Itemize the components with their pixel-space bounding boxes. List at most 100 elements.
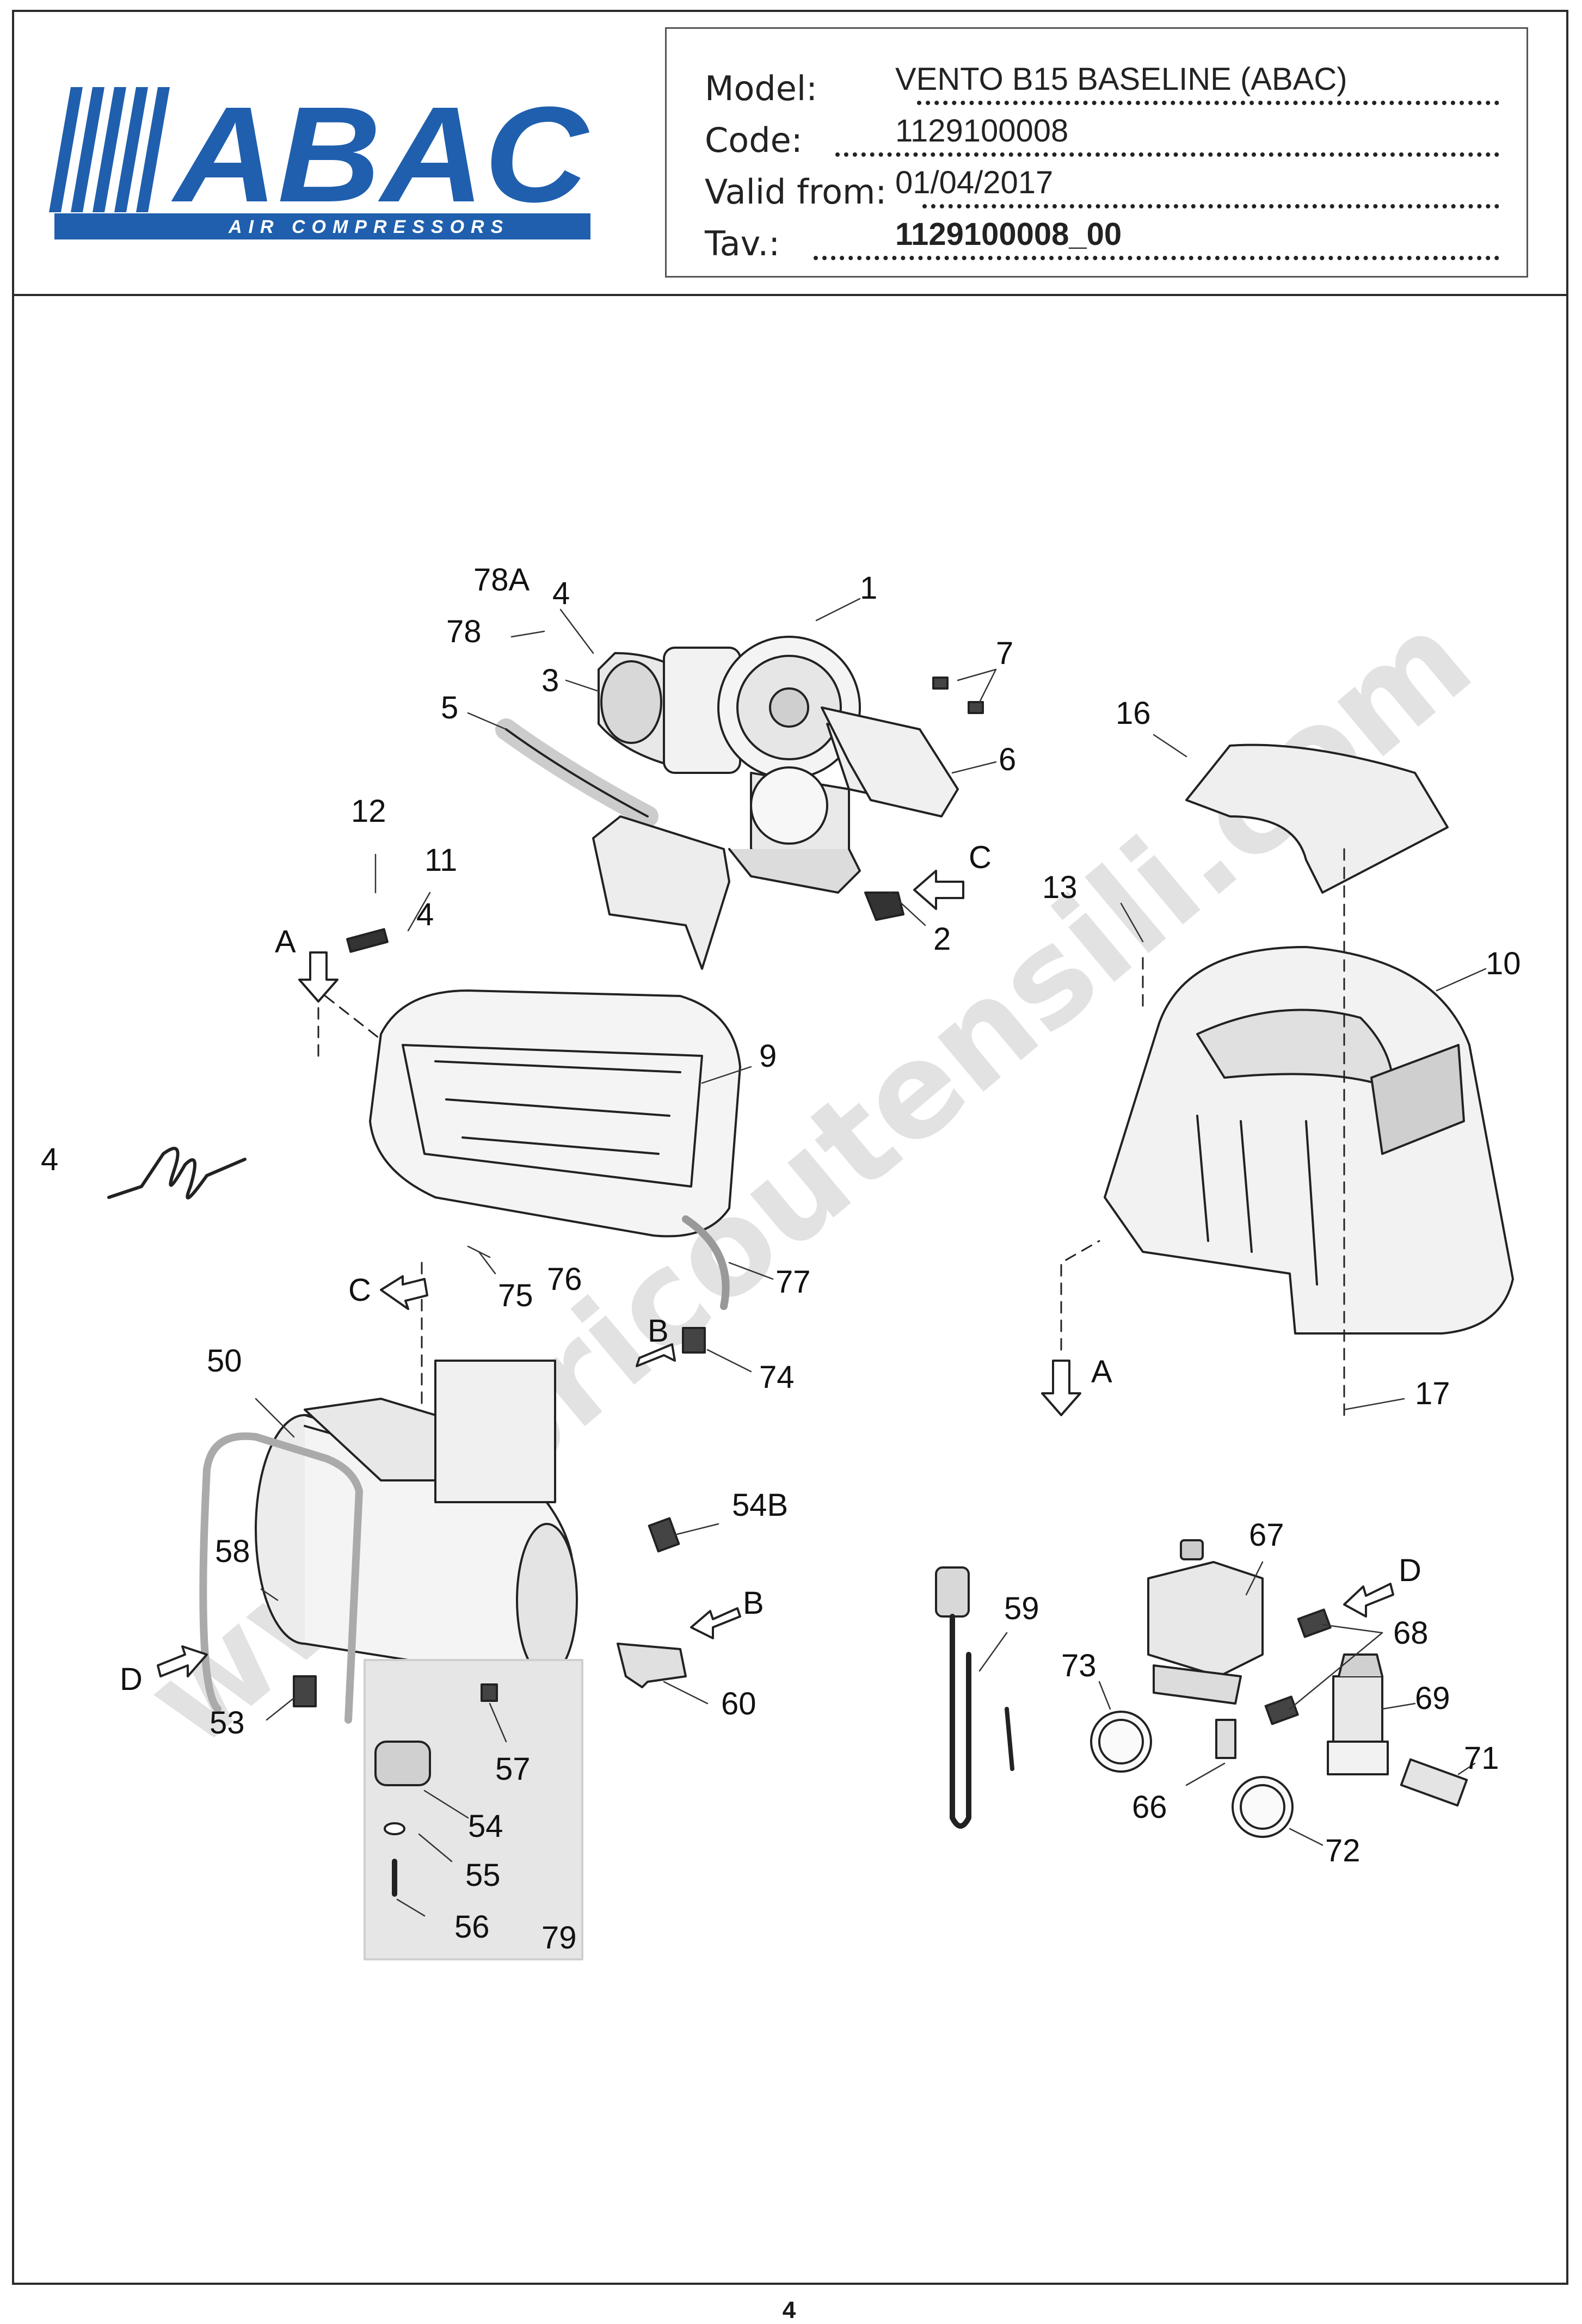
callout-74: 74 — [759, 1360, 795, 1395]
code-label: Code: — [705, 120, 803, 160]
callout-6: 6 — [999, 742, 1016, 777]
pressure-switch-part-67 — [1147, 1561, 1264, 1677]
guide-line-a-right — [1060, 1240, 1100, 1351]
callout-68: 68 — [1393, 1615, 1429, 1651]
callout-60: 60 — [721, 1686, 756, 1722]
callout-53: 53 — [210, 1705, 245, 1741]
logo-subtitle: AIR COMPRESSORS — [228, 217, 509, 237]
logo-wordmark: ABAC — [171, 78, 590, 230]
bracket-part-6 — [821, 706, 959, 817]
fitting-part-74 — [682, 1327, 706, 1354]
tank-frame — [199, 1432, 363, 1724]
ref-arrow-d-right — [1343, 1583, 1394, 1618]
callout-11: 11 — [424, 843, 457, 878]
callout-69: 69 — [1415, 1681, 1450, 1716]
base-plate-part-9 — [369, 989, 741, 1310]
ref-letter-b-low: B — [743, 1585, 764, 1621]
callout-3: 3 — [541, 663, 559, 698]
code-value: 1129100008 — [895, 113, 1069, 149]
callout-50: 50 — [207, 1343, 242, 1379]
callout-75: 75 — [498, 1278, 533, 1313]
callout-71: 71 — [1464, 1741, 1499, 1776]
callout-55: 55 — [465, 1858, 501, 1893]
ref-arrow-c-left — [380, 1275, 428, 1310]
valid-from-value: 01/04/2017 — [895, 165, 1054, 200]
foot-kit-parts — [374, 1683, 498, 1897]
air-tank-part-50 — [199, 1360, 578, 1724]
callout-57: 57 — [495, 1751, 531, 1787]
callout-79: 79 — [541, 1920, 577, 1956]
valve-part-66 — [1215, 1719, 1236, 1759]
foot-kit-box-part-79 — [364, 1659, 583, 1960]
ref-letter-c-top: C — [969, 840, 992, 875]
callout-72: 72 — [1325, 1833, 1361, 1868]
callout-73: 73 — [1061, 1648, 1097, 1683]
tee-fitting-part-60 — [617, 1643, 687, 1688]
quick-coupler-part-71 — [1400, 1758, 1468, 1807]
model-value: VENTO B15 BASELINE (ABAC) — [895, 62, 1347, 97]
callout-54b: 54B — [732, 1487, 788, 1523]
fitting-part-68b — [1264, 1695, 1299, 1725]
callout-9: 9 — [759, 1038, 777, 1074]
guide-line-a-left — [317, 989, 382, 1057]
ref-arrow-b-low — [690, 1607, 741, 1639]
callout-4-left: 4 — [41, 1142, 58, 1177]
callout-77: 77 — [775, 1264, 811, 1300]
callout-66: 66 — [1132, 1790, 1167, 1825]
handle-part-16 — [1185, 743, 1449, 894]
ref-letter-a-right: A — [1091, 1354, 1112, 1390]
callout-10: 10 — [1486, 946, 1521, 981]
power-cord-part-59 — [935, 1566, 1014, 1829]
ref-arrow-c-top — [913, 870, 964, 910]
elbow-fitting-part-2 — [864, 892, 904, 921]
callout-58: 58 — [215, 1534, 250, 1569]
model-row: Model: VENTO B15 BASELINE (ABAC) — [705, 56, 1499, 110]
ref-arrow-a-left — [298, 951, 338, 1003]
callout-4-mid: 4 — [416, 897, 434, 932]
tav-value: 1129100008_00 — [895, 217, 1122, 252]
ref-arrow-a-right — [1041, 1360, 1081, 1416]
page-frame — [12, 10, 1568, 2285]
fitting-part-54b — [648, 1517, 680, 1553]
callout-4-top: 4 — [552, 576, 570, 611]
ref-letter-d-left: D — [120, 1662, 143, 1697]
callout-78: 78 — [446, 614, 482, 649]
model-label: Model: — [705, 69, 818, 108]
callout-78a: 78A — [473, 562, 530, 598]
cover-part-10 — [1104, 946, 1514, 1335]
callout-59: 59 — [1004, 1591, 1039, 1626]
valid-from-row: Valid from: 01/04/2017 — [705, 159, 1499, 214]
regulator-part-69 — [1327, 1653, 1389, 1775]
fitting-part-68a — [1297, 1608, 1332, 1638]
callout-54: 54 — [468, 1809, 503, 1844]
ref-letter-b-mid: B — [648, 1313, 669, 1349]
ref-letter-a-left: A — [275, 924, 296, 960]
tav-row: Tav.: 1129100008_00 — [705, 211, 1499, 266]
callout-12: 12 — [351, 794, 386, 829]
model-info-box: Model: VENTO B15 BASELINE (ABAC) Code: 1… — [665, 27, 1528, 278]
ref-letter-d-right: D — [1399, 1553, 1421, 1588]
callout-76: 76 — [547, 1262, 582, 1297]
callout-7: 7 — [996, 636, 1013, 671]
abac-logo: ABAC AIR COMPRESSORS — [49, 78, 590, 239]
ref-arrow-b-mid — [636, 1343, 676, 1367]
callout-5: 5 — [441, 690, 458, 726]
callout-67: 67 — [1249, 1517, 1284, 1553]
code-row: Code: 1129100008 — [705, 108, 1499, 162]
pump-mount-bracket — [592, 815, 730, 970]
page-number: 4 — [782, 2297, 796, 2323]
cable-part-4 — [107, 1147, 247, 1200]
valid-from-label: Valid from: — [705, 172, 887, 212]
screws-part-7 — [932, 677, 984, 714]
callout-13: 13 — [1042, 870, 1078, 905]
header-divider — [12, 294, 1568, 296]
tav-label: Tav.: — [705, 224, 780, 263]
callout-56: 56 — [454, 1909, 490, 1945]
callout-1: 1 — [860, 570, 877, 606]
fitting-part-53 — [293, 1675, 317, 1707]
ref-letter-c-left: C — [348, 1272, 371, 1308]
ref-arrow-d-left — [157, 1645, 208, 1677]
callout-2: 2 — [933, 921, 951, 957]
terminal-part-4 — [346, 928, 389, 953]
